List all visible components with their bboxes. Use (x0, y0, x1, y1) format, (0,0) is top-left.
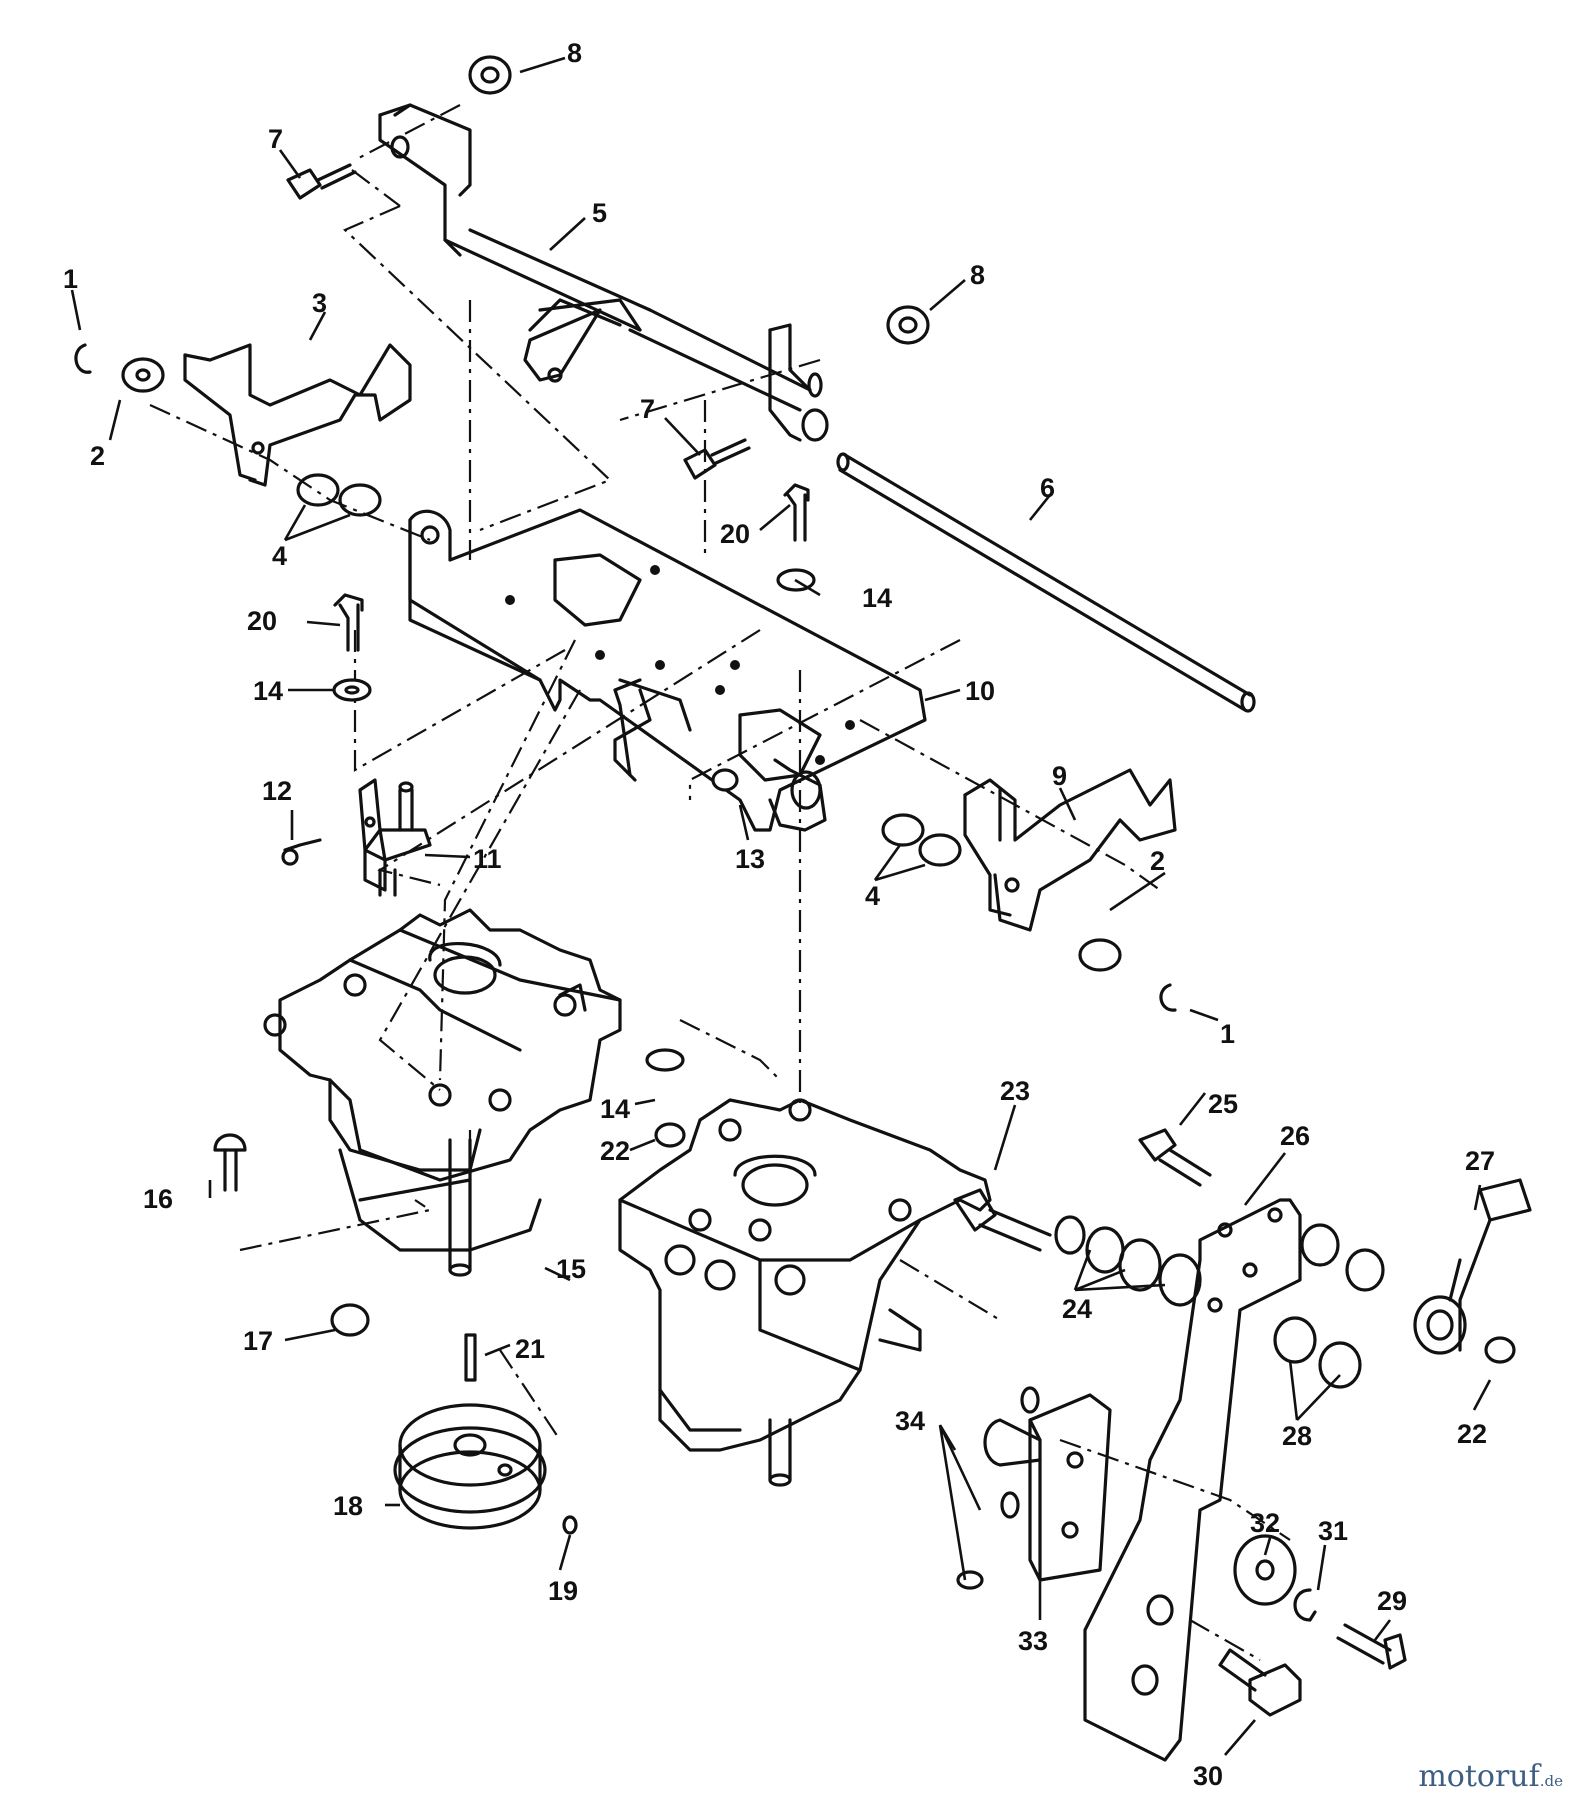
part-31-e-clip (1293, 1588, 1317, 1622)
part-28-spacers (1273, 1223, 1385, 1389)
callout-31: 31 (1318, 1516, 1348, 1546)
callout-10: 10 (965, 676, 995, 706)
callout-14-right: 14 (862, 583, 892, 613)
callout-11: 11 (473, 844, 502, 874)
callout-8-top: 8 (567, 38, 582, 68)
part-30-bolt (1218, 1648, 1302, 1717)
part-32-washer (1233, 1534, 1297, 1606)
callout-30: 30 (1193, 1761, 1223, 1791)
callout-2-left: 2 (90, 441, 105, 471)
part-29-bolt (1336, 1623, 1407, 1670)
callout-18: 18 (333, 1491, 363, 1521)
part-6-shaft-rod (836, 452, 1256, 713)
part-18-pulley (393, 1403, 547, 1530)
callout-labels: 8 7 5 8 1 3 2 4 7 6 20 14 20 14 10 9 12 … (63, 38, 1495, 1791)
part-15-hydro-pump-right (618, 1098, 992, 1487)
callout-15: 15 (556, 1254, 586, 1284)
callout-4-left: 4 (272, 541, 287, 571)
callout-14-left: 14 (253, 676, 283, 706)
callout-28: 28 (1282, 1421, 1312, 1451)
watermark-name: motoruf (1418, 1759, 1540, 1794)
callout-14-mid: 14 (600, 1094, 630, 1124)
part-11-switch (358, 778, 432, 897)
callout-9: 9 (1052, 761, 1067, 791)
watermark-suffix: .de (1539, 1772, 1563, 1790)
callout-33: 33 (1018, 1626, 1048, 1656)
small-hardware (74, 55, 1516, 1590)
callout-27: 27 (1465, 1146, 1495, 1176)
part-26-control-arm (1083, 1198, 1302, 1762)
callout-8-mid: 8 (970, 260, 985, 290)
callout-leaders (70, 56, 1492, 1756)
part-9-lever-bracket-right (963, 768, 1177, 932)
callout-32: 32 (1250, 1508, 1280, 1538)
callout-22-right: 22 (1457, 1419, 1487, 1449)
callout-6: 6 (1040, 473, 1055, 503)
callout-17: 17 (243, 1326, 273, 1356)
part-15-hydro-pump (263, 908, 622, 1277)
callout-7-mid: 7 (640, 394, 655, 424)
callout-23: 23 (1000, 1076, 1030, 1106)
callout-25: 25 (1208, 1089, 1238, 1119)
callout-1-left: 1 (63, 264, 78, 294)
watermark-logo: motoruf.de (1418, 1759, 1563, 1794)
part-33-bracket (983, 1393, 1112, 1582)
assembly-lines (149, 104, 1291, 1661)
callout-5: 5 (592, 198, 607, 228)
callout-3: 3 (312, 288, 327, 318)
callout-19: 19 (548, 1576, 578, 1606)
callout-1-right: 1 (1220, 1019, 1235, 1049)
callout-20-right: 20 (720, 519, 750, 549)
part-24-washers (1054, 1215, 1202, 1307)
part-3-lever-bracket-left (183, 343, 412, 487)
callout-26: 26 (1280, 1121, 1310, 1151)
callout-13: 13 (735, 844, 765, 874)
part-5-control-shaft (378, 103, 829, 442)
callout-34: 34 (895, 1406, 925, 1436)
callout-21: 21 (515, 1334, 545, 1364)
callout-7-top: 7 (268, 124, 283, 154)
callout-12: 12 (262, 776, 292, 806)
callout-29: 29 (1377, 1586, 1407, 1616)
part-21-key (464, 1333, 477, 1382)
part-27-link-rod-end (1413, 1178, 1532, 1355)
callout-4-right: 4 (865, 881, 880, 911)
callout-20-left: 20 (247, 606, 277, 636)
callout-16: 16 (143, 1184, 173, 1214)
part-25-bolt (1138, 1128, 1212, 1187)
callout-2-right: 2 (1150, 846, 1165, 876)
callout-22-mid: 22 (600, 1136, 630, 1166)
part-23-bolt (953, 1188, 1052, 1252)
part-10-mounting-plate (408, 508, 927, 832)
callout-24: 24 (1062, 1294, 1092, 1324)
